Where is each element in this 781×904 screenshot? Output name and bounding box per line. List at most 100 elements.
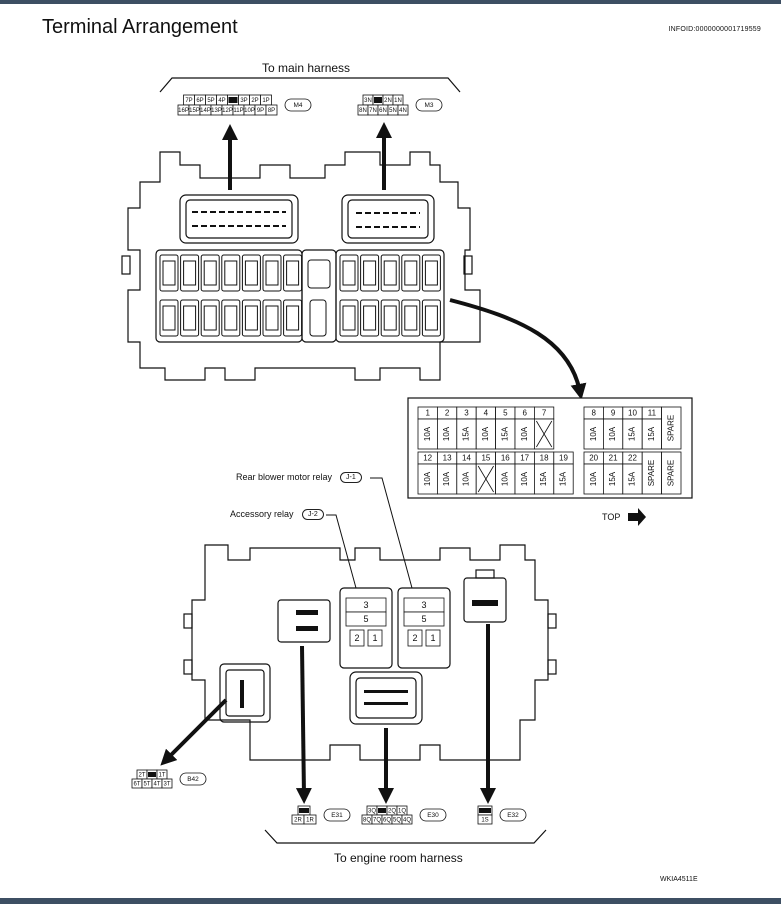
upper-fuse-slots: [159, 254, 441, 337]
connector-cell: [265, 104, 278, 116]
bottom-border: [0, 898, 781, 904]
fuse-number: 4: [484, 409, 489, 418]
rear-blower-leader: [370, 477, 413, 589]
connector-pin-label: 3T: [163, 782, 170, 788]
fuse-rating: 15A: [462, 426, 471, 441]
fuse-slot: [380, 299, 400, 337]
connector-pin-label: 4Q: [403, 818, 411, 824]
fuse-slot: [339, 254, 359, 292]
relay-pin-box: [403, 611, 445, 627]
connector-pin-label: 2P: [251, 98, 258, 104]
fuse-rating: 10A: [442, 426, 451, 441]
fuse-slot: [283, 254, 303, 292]
fuse-spare-label: SPARE: [666, 460, 675, 487]
connector-pin-label: 6Q: [383, 818, 391, 824]
connector-cell: [401, 814, 413, 825]
connector-id-badge: [323, 808, 351, 822]
fuse-slot: [241, 254, 261, 292]
rear-blower-relay-label: Rear blower motor relay: [236, 472, 333, 482]
fuse-slot: [200, 299, 220, 337]
fuse-slot: [262, 254, 282, 292]
fuse-slot-inner: [286, 305, 300, 331]
connector-pin-label: 14P: [200, 108, 211, 114]
connector-pin-label: 4P: [218, 98, 225, 104]
connector-pin-label: 5T: [143, 782, 150, 788]
fuse-rating: 15A: [539, 471, 548, 486]
fuse-number: 14: [462, 454, 471, 463]
fuse-slot: [360, 299, 380, 337]
relay-pin-label: 1: [430, 633, 435, 643]
main-harness-bracket: [159, 77, 461, 93]
arrow-to-fuse-table: [449, 298, 587, 400]
connector-pin-label: 6T: [133, 782, 140, 788]
top-border: [0, 0, 781, 4]
page-title: Terminal Arrangement: [42, 16, 238, 38]
figure-id: WKIA4511E: [660, 876, 698, 883]
connector-pin-label: 13P: [211, 108, 222, 114]
fuse-rating: 10A: [442, 471, 451, 486]
fuse-empty-mark: [477, 465, 494, 493]
fuse-slot-inner: [286, 260, 300, 286]
connector-pin-label: 1N: [394, 98, 402, 104]
relay-pin-label: 2: [354, 633, 359, 643]
fuse-number: 1: [425, 409, 430, 418]
relay-pin-label: 3: [363, 600, 368, 610]
fuse-slot-inner: [224, 260, 238, 286]
fuse-slot: [159, 299, 179, 337]
connector-id-badge: [499, 808, 527, 822]
connector-id-label: E31: [331, 812, 343, 819]
fuse-number: 17: [520, 454, 529, 463]
connector-pin-label: 12P: [222, 108, 233, 114]
upper-fuse-block: [121, 151, 481, 381]
fuse-slot-inner: [162, 260, 176, 286]
fuse-slot-inner: [383, 305, 397, 331]
fuse-slot-inner: [404, 305, 418, 331]
fuse-number: 21: [609, 454, 618, 463]
fuse-number: 3: [464, 409, 469, 418]
connector-id-badge: [415, 98, 443, 112]
connector-pin-label: 4N: [399, 108, 407, 114]
connector-cell: [303, 814, 317, 825]
relay-pin-label: 3: [421, 600, 426, 610]
fuse-slot-inner: [203, 305, 217, 331]
fuse-number: 5: [503, 409, 508, 418]
connector-key-block: [378, 808, 386, 813]
connector-pin-label: 1Q: [398, 809, 406, 815]
fuse-number: 8: [591, 409, 596, 418]
fuse-number: 13: [443, 454, 452, 463]
relay-pin-label: 2: [412, 633, 417, 643]
connector-pin-label: 1P: [262, 98, 269, 104]
connector-key-block: [479, 808, 491, 813]
fuse-rating: 15A: [647, 426, 656, 441]
connector-pin-label: 8Q: [363, 818, 371, 824]
fuse-rating: 10A: [500, 471, 509, 486]
relay-pin-label: 5: [421, 614, 426, 624]
connector-pin-label: 6N: [379, 108, 387, 114]
fuse-slot-inner: [224, 305, 238, 331]
connector-pin-label: 3N: [364, 98, 372, 104]
lower-relay-block: [183, 544, 557, 761]
relay-pin-box: [349, 629, 365, 647]
connector-cell: [477, 814, 493, 825]
relay-pin-box: [367, 629, 383, 647]
connector-pin-label: 8P: [268, 108, 275, 114]
fuse-number: 10: [628, 409, 637, 418]
connector-pin-label: 7P: [185, 98, 192, 104]
fuse-number: 11: [648, 409, 657, 418]
fuse-slot: [339, 299, 359, 337]
connector-key-block: [148, 772, 156, 777]
fuse-number: 2: [445, 409, 450, 418]
fuse-slot: [421, 254, 441, 292]
to-engine-room-harness-label: To engine room harness: [334, 851, 463, 865]
connector-id-label: M4: [293, 102, 302, 109]
fuse-rating: 15A: [628, 471, 637, 486]
connector-id-badge: [179, 772, 207, 786]
connector-pin-label: 1S: [481, 818, 488, 824]
connector-id-badge: [284, 98, 312, 112]
relay-pin-label: 5: [363, 614, 368, 624]
